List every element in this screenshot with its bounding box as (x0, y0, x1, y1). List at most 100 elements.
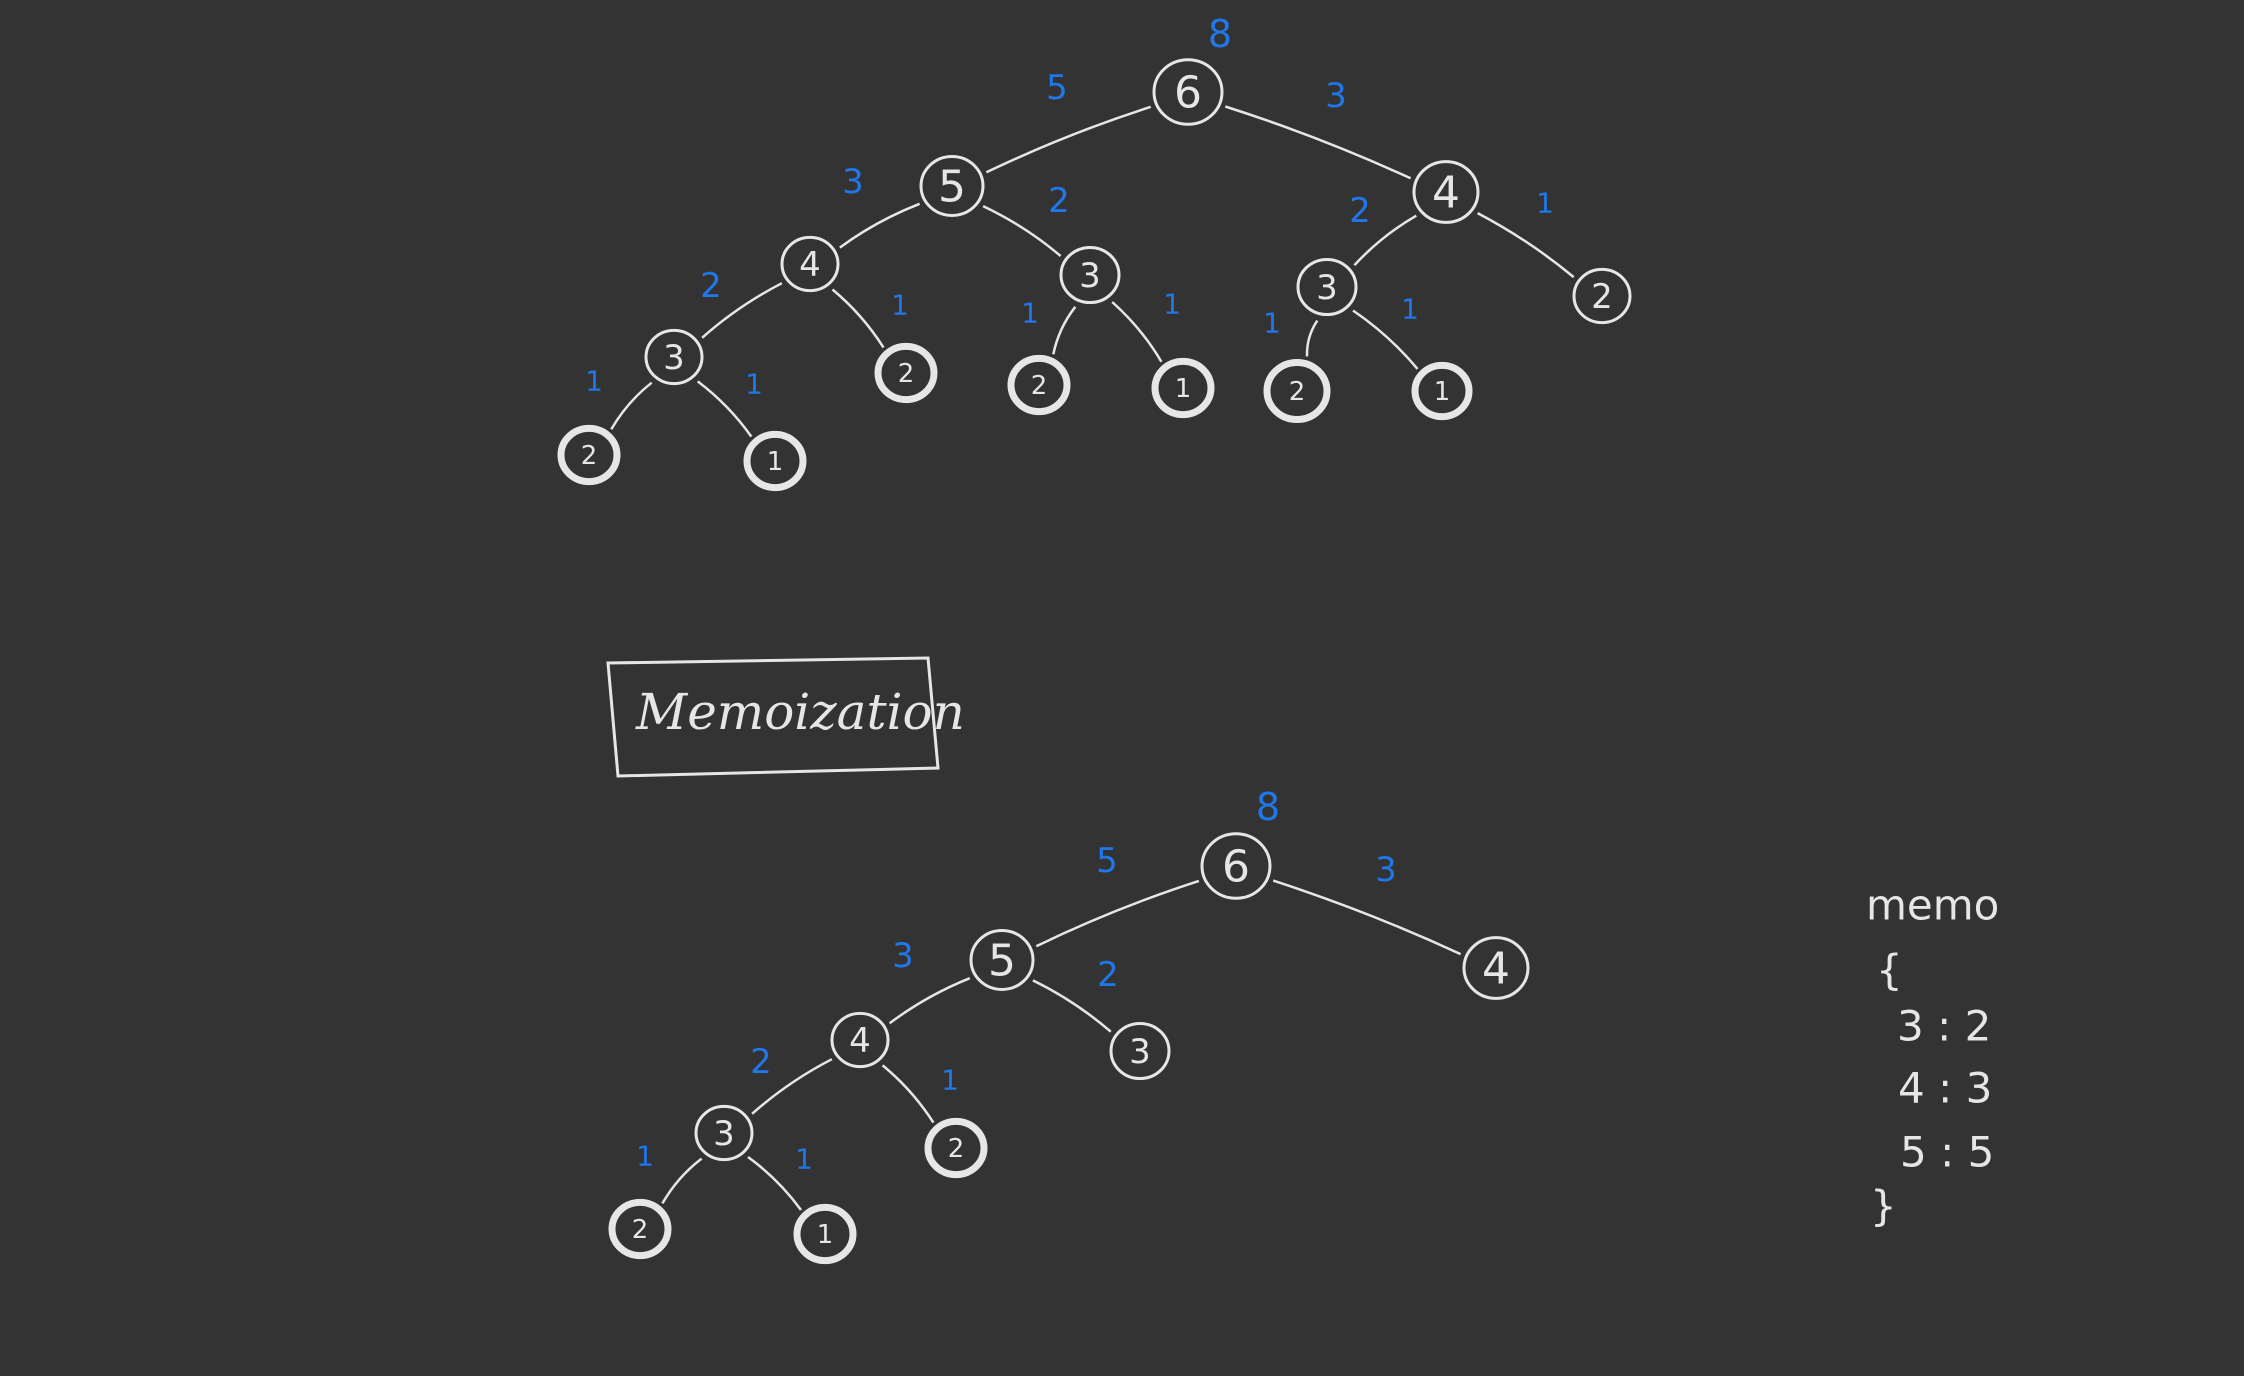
node-label: 2 (1031, 371, 1048, 401)
memo-table: memo { 3 : 24 : 35 : 5 } (1866, 881, 1999, 1231)
tree-node: 1 (793, 1203, 857, 1265)
node-circle (969, 929, 1035, 991)
tree-node: 3 (694, 1104, 754, 1162)
node-circle (1007, 354, 1071, 416)
edge-label: 1 (1536, 187, 1554, 220)
edge-label: 5 (1046, 68, 1068, 108)
edge-label: 1 (585, 365, 603, 398)
tree-edge (1477, 211, 1575, 279)
tree-node: 5 (919, 155, 985, 217)
edge-label: 1 (795, 1143, 813, 1176)
edge-label: 1 (745, 368, 763, 401)
edge-label: 1 (891, 289, 909, 322)
node-label: 3 (663, 338, 685, 378)
edge-label: 1 (1021, 297, 1039, 330)
node-label: 2 (948, 1134, 965, 1164)
edges (610, 105, 1575, 438)
tree-node: 3 (1059, 245, 1121, 305)
memo-close-brace: } (1870, 1182, 1897, 1231)
node-circle (1152, 58, 1224, 126)
edge-label: 3 (1325, 76, 1347, 116)
tree-edge (1111, 301, 1163, 363)
node-circle (830, 1011, 890, 1069)
node-label: 2 (1289, 377, 1306, 407)
tree-edge (888, 977, 971, 1025)
title-text: Memoization (635, 683, 965, 741)
memo-label: memo (1866, 881, 1999, 930)
node-label: 4 (799, 245, 821, 285)
edge-label: 2 (1048, 181, 1070, 221)
node-circle (1411, 361, 1473, 421)
edge-label: 3 (1375, 850, 1397, 890)
node-label: 6 (1222, 842, 1250, 893)
tree-edge (696, 380, 753, 438)
node-circle (608, 1198, 672, 1260)
tree-node: 3 (1109, 1021, 1171, 1081)
node-circle (924, 1117, 988, 1179)
tree-edge (982, 204, 1062, 257)
edge-label: 2 (700, 266, 722, 306)
title-box: Memoization (606, 656, 965, 778)
result-label: 8 (1208, 12, 1232, 56)
tree-node: 1 (1151, 357, 1215, 419)
node-circle (557, 424, 621, 486)
tree-edge (1035, 879, 1200, 948)
node-circle (793, 1203, 857, 1265)
tree-node: 4 (830, 1011, 890, 1069)
edge-label: 5 (1096, 841, 1118, 881)
tree-edge (1353, 214, 1417, 267)
node-label: 3 (713, 1114, 735, 1154)
node-circle (644, 328, 704, 386)
node-circle (743, 430, 807, 492)
result-label: 8 (1256, 785, 1280, 829)
tree-edge (751, 1058, 833, 1115)
tree-node: 2 (924, 1117, 988, 1179)
node-label: 1 (767, 447, 784, 477)
tree-node: 2 (1263, 359, 1331, 423)
node-label: 4 (1482, 944, 1510, 995)
node-label: 5 (988, 936, 1016, 987)
node-label: 2 (632, 1215, 649, 1245)
tree-edge (1032, 979, 1112, 1033)
tree-edge (1352, 309, 1419, 370)
node-circle (874, 342, 938, 404)
node-label: 3 (1079, 256, 1101, 296)
node-label: 2 (581, 441, 598, 471)
tree-edge (839, 202, 921, 249)
edge-label: 1 (941, 1064, 959, 1097)
tree-node: 2 (1572, 267, 1632, 325)
tree-edge (747, 1155, 803, 1211)
tree-node: 4 (1462, 936, 1530, 1000)
edge-label: 3 (842, 162, 864, 202)
edge-label: 1 (1263, 307, 1281, 340)
node-label: 5 (938, 162, 966, 213)
tree-node: 2 (608, 1198, 672, 1260)
node-label: 2 (1591, 277, 1613, 317)
tree-node: 3 (644, 328, 704, 386)
node-circle (1462, 936, 1530, 1000)
node-circle (1296, 257, 1358, 317)
node-label: 3 (1129, 1032, 1151, 1072)
node-label: 1 (1175, 374, 1192, 404)
memo-entry: 5 : 5 (1900, 1128, 1994, 1177)
node-circle (780, 235, 840, 293)
edge-label: 2 (1097, 955, 1119, 995)
memo-open-brace: { (1876, 946, 1903, 995)
node-circle (1059, 245, 1121, 305)
node-circle (1151, 357, 1215, 419)
tree-edge (610, 381, 653, 430)
tree-edge (831, 288, 885, 349)
memo-entry: 4 : 3 (1898, 1064, 1992, 1113)
edges (661, 879, 1462, 1211)
node-circle (1109, 1021, 1171, 1081)
node-circle (1572, 267, 1632, 325)
node-circle (1263, 359, 1331, 423)
node-label: 1 (817, 1220, 834, 1250)
tree-edge (1305, 319, 1319, 357)
